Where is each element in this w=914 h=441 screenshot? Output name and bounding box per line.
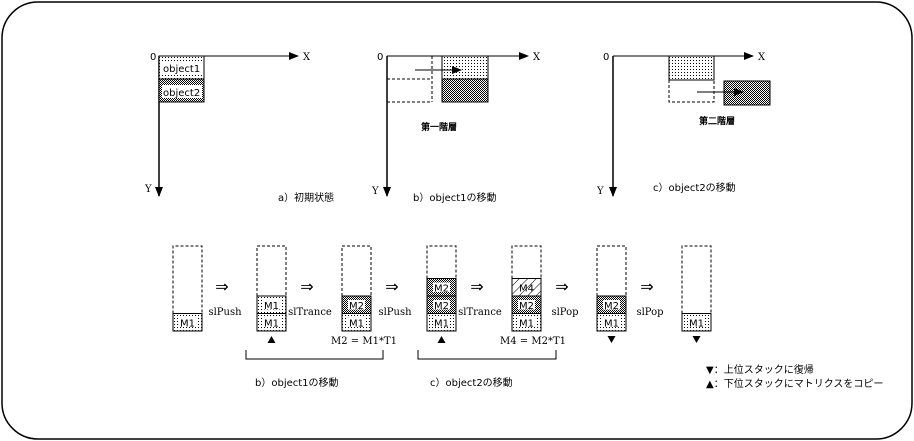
stack: M1	[681, 245, 712, 343]
double-arrow-icon: ⇒	[555, 277, 568, 296]
double-arrow-icon: ⇒	[385, 277, 398, 296]
double-arrow-icon: ⇒	[300, 277, 313, 296]
stack-empty-area	[596, 245, 627, 296]
double-arrow-icon: ⇒	[215, 277, 228, 296]
origin-label: 0	[603, 52, 609, 63]
caption-a: a）初期状態	[278, 191, 334, 204]
matrix-label: M1	[434, 319, 449, 330]
y-axis-label: Y	[144, 184, 152, 195]
stack-empty-area	[256, 245, 287, 296]
origin-label: 0	[150, 52, 156, 63]
caption-c: c）object2の移動	[653, 181, 736, 194]
operation-label: slPush	[208, 307, 242, 318]
x-axis-label: X	[533, 52, 541, 63]
copy-up-marker-icon	[267, 336, 276, 343]
y-axis-label: Y	[371, 186, 379, 197]
matrix-label: M2	[604, 301, 619, 312]
stack: M1 M2	[341, 245, 372, 332]
origin-label: 0	[377, 52, 383, 63]
layer-label: 第一階層	[421, 121, 457, 133]
x-axis-label: X	[303, 52, 311, 63]
group-caption-b: b）object1の移動	[255, 376, 339, 389]
stack: M1	[172, 245, 203, 332]
group-caption-c: c）object2の移動	[430, 376, 513, 389]
operation-label: slTrance	[288, 307, 332, 318]
stack-cell	[511, 278, 542, 297]
stack-operations: ⇒ slPush ⇒ slTrance ⇒ slPush ⇒ slTrance ⇒ slPop ⇒ s…	[208, 277, 663, 318]
panel-c: 0 X Y 第二階層 c）object2の移動	[596, 52, 771, 197]
legend-down: ▼：上位スタックに復帰	[706, 363, 814, 376]
x-axis-label: X	[758, 52, 766, 63]
bracket-c	[417, 350, 557, 360]
stack-empty-area	[681, 245, 712, 314]
panel-b: 0 X Y 第一階層 b）object1の移動	[371, 52, 541, 204]
return-down-marker-icon	[692, 336, 701, 343]
panel-a: 0 X Y object1 object2 a）初期状態	[144, 52, 334, 204]
operation-label: slPop	[551, 307, 578, 318]
object1-label: object1	[163, 64, 200, 75]
operation-label: slPush	[378, 307, 412, 318]
copy-up-marker-icon	[437, 336, 446, 343]
matrix-label: M1	[264, 301, 279, 312]
matrix-label: M4	[519, 284, 534, 295]
matrix-label: M1	[264, 319, 279, 330]
matrix-label: M1	[180, 319, 195, 330]
moved-object2	[441, 78, 489, 103]
operation: ⇒ slPush	[208, 277, 242, 318]
moved-object1	[441, 55, 489, 80]
double-arrow-icon: ⇒	[470, 277, 483, 296]
operation: ⇒ slPop	[636, 277, 663, 318]
y-axis-label: Y	[596, 186, 604, 197]
operation-label: slPop	[636, 307, 663, 318]
stack-empty-area	[426, 245, 457, 279]
stack: M1 M2 M4	[511, 245, 542, 332]
matrix-label: M2	[349, 301, 364, 312]
operation: ⇒ slPush	[378, 277, 412, 318]
matrix-label: M1	[604, 319, 619, 330]
double-arrow-icon: ⇒	[640, 277, 653, 296]
layer-label: 第二階層	[699, 115, 735, 127]
stack: M1 M2	[596, 245, 627, 343]
operation: ⇒ slTrance	[288, 277, 332, 318]
bracket-b	[245, 350, 384, 360]
matrix-label: M1	[689, 319, 704, 330]
stack-empty-area	[511, 245, 542, 279]
object2-label: object2	[163, 88, 200, 99]
stack-empty-area	[172, 245, 203, 314]
matrix-label: M2	[434, 284, 449, 295]
matrix-label: M2	[519, 301, 534, 312]
matrix-label: M1	[349, 319, 364, 330]
operation: ⇒ slTrance	[458, 277, 502, 318]
original-position-outline	[387, 56, 433, 103]
moved-object2	[723, 80, 771, 106]
original-position-outline	[668, 80, 715, 103]
operation: ⇒ slPop	[551, 277, 578, 318]
formula-m4: M4 = M2*T1	[500, 336, 566, 347]
object1-box	[668, 55, 715, 81]
legend-up: ▲：下位スタックにマトリクスをコピー	[706, 377, 883, 390]
return-down-marker-icon	[607, 336, 616, 343]
caption-b: b）object1の移動	[413, 191, 497, 204]
operation-label: slTrance	[458, 307, 502, 318]
matrix-label: M1	[519, 319, 534, 330]
formula-m2: M2 = M1*T1	[331, 336, 397, 347]
matrix-label: M2	[434, 301, 449, 312]
stack-empty-area	[341, 245, 372, 296]
